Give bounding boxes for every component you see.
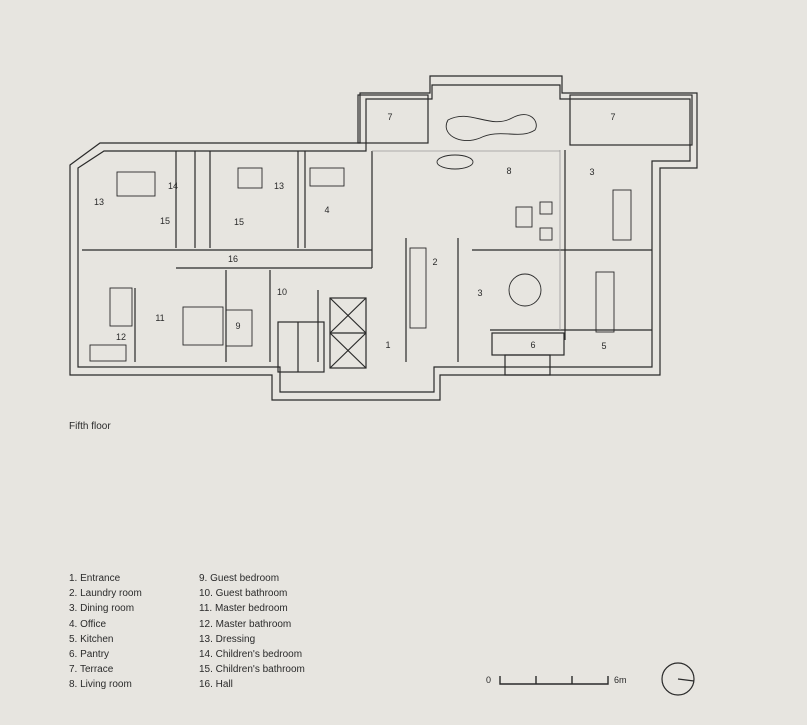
room-number-label: 7 (387, 112, 392, 122)
coffee-table (436, 154, 474, 170)
room-number-label: 3 (589, 167, 594, 177)
bed-child-2 (237, 167, 263, 189)
armchair (515, 206, 533, 228)
room-number-label: 4 (324, 205, 329, 215)
bed-guest (225, 309, 253, 347)
room-number-label: 9 (235, 321, 240, 331)
legend-item: 7. Terrace (69, 664, 114, 676)
legend-item: 6. Pantry (69, 649, 110, 661)
scale-bar: 0 6m (486, 675, 627, 685)
legend-item: 11. Master bedroom (199, 603, 288, 615)
outer-wall (69, 75, 698, 401)
room-number-label: 2 (432, 257, 437, 267)
round-table (508, 273, 542, 307)
legend-item: 8. Living room (69, 679, 132, 691)
room-number-label: 7 (610, 112, 615, 122)
legend-column-1: 1. Entrance 2. Laundry room 3. Dining ro… (69, 571, 142, 693)
room-number-label: 15 (234, 217, 244, 227)
dining-table (612, 189, 632, 241)
bed-child (116, 171, 156, 197)
room-number-label: 14 (168, 181, 178, 191)
legend-item: 2. Laundry room (69, 588, 142, 600)
legend-item: 12. Master bathroom (199, 618, 292, 630)
north-arrow-icon (661, 662, 695, 696)
terrace-left (357, 94, 429, 144)
room-number-label: 12 (116, 332, 126, 342)
legend-item: 9. Guest bedroom (199, 573, 280, 584)
legend-item: 10. Guest bathroom (199, 588, 288, 600)
room-number-label: 3 (477, 288, 482, 298)
room-number-label: 5 (601, 341, 606, 351)
kitchen-island (595, 271, 615, 333)
scale-start-label: 0 (486, 675, 491, 685)
legend-item: 16. Hall (199, 679, 233, 691)
room-number-label: 1 (385, 340, 390, 350)
legend-item: 13. Dressing (199, 633, 256, 645)
inner-wall (77, 84, 691, 393)
legend-item: 15. Children's bathroom (199, 664, 305, 676)
bed-master (182, 306, 224, 346)
desk (309, 167, 345, 187)
legend-item: 1. Entrance (69, 573, 121, 584)
legend-item: 5. Kitchen (69, 633, 114, 645)
legend-item: 14. Children's bedroom (199, 649, 303, 661)
plan-caption: Fifth floor (69, 421, 111, 432)
room-number-label: 16 (228, 254, 238, 264)
room-number-label: 13 (274, 181, 284, 191)
room-number-label: 10 (277, 287, 287, 297)
scale-end-label: 6m (614, 675, 627, 685)
terrace-right (569, 94, 693, 146)
room-number-label: 11 (155, 313, 164, 323)
room-number-label: 8 (506, 166, 511, 176)
legend-column-2: 9. Guest bedroom 10. Guest bathroom 11. … (199, 571, 305, 693)
legend-item: 4. Office (69, 618, 107, 630)
legend-item: 3. Dining room (69, 603, 135, 615)
room-number-label: 13 (94, 197, 104, 207)
sofa (445, 114, 537, 141)
room-number-label: 15 (160, 216, 170, 226)
room-number-label: 6 (530, 340, 535, 350)
